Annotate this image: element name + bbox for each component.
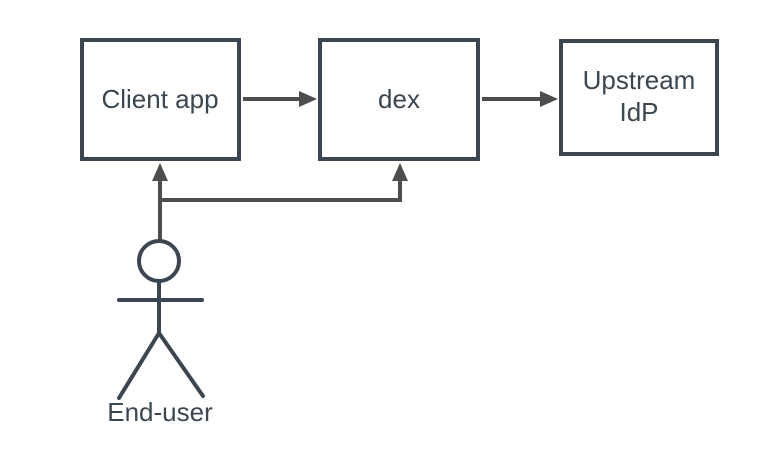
- node-client-app: Client app: [80, 38, 241, 161]
- edge-end-user-to-dex: [160, 163, 408, 202]
- arrowhead-up-icon: [152, 163, 168, 181]
- client-app-label: Client app: [101, 84, 218, 114]
- client-app-box: [80, 38, 241, 161]
- upstream-idp-box: [559, 39, 719, 156]
- upstream-idp-label-line2: IdP: [619, 97, 658, 127]
- edge-dex-to-upstream-idp: [482, 91, 558, 107]
- edge-end-user-to-client-app: [152, 163, 168, 240]
- end-user-label: End-user: [107, 397, 213, 427]
- edge-line: [160, 180, 402, 202]
- dex-label: dex: [378, 84, 420, 114]
- upstream-idp-label-line1: Upstream: [583, 65, 696, 95]
- actor-right-leg-icon: [157, 331, 205, 398]
- dex-box: [318, 38, 480, 161]
- arrowhead-right-icon: [299, 91, 317, 107]
- arrowhead-up-icon: [392, 163, 408, 181]
- edge-client-app-to-dex: [243, 91, 317, 107]
- actor-end-user: End-user: [107, 239, 213, 427]
- node-upstream-idp: Upstream IdP: [559, 39, 719, 156]
- actor-head-icon: [137, 239, 181, 283]
- actor-left-leg-icon: [117, 331, 161, 400]
- arrowhead-right-icon: [540, 91, 558, 107]
- node-dex: dex: [318, 38, 480, 161]
